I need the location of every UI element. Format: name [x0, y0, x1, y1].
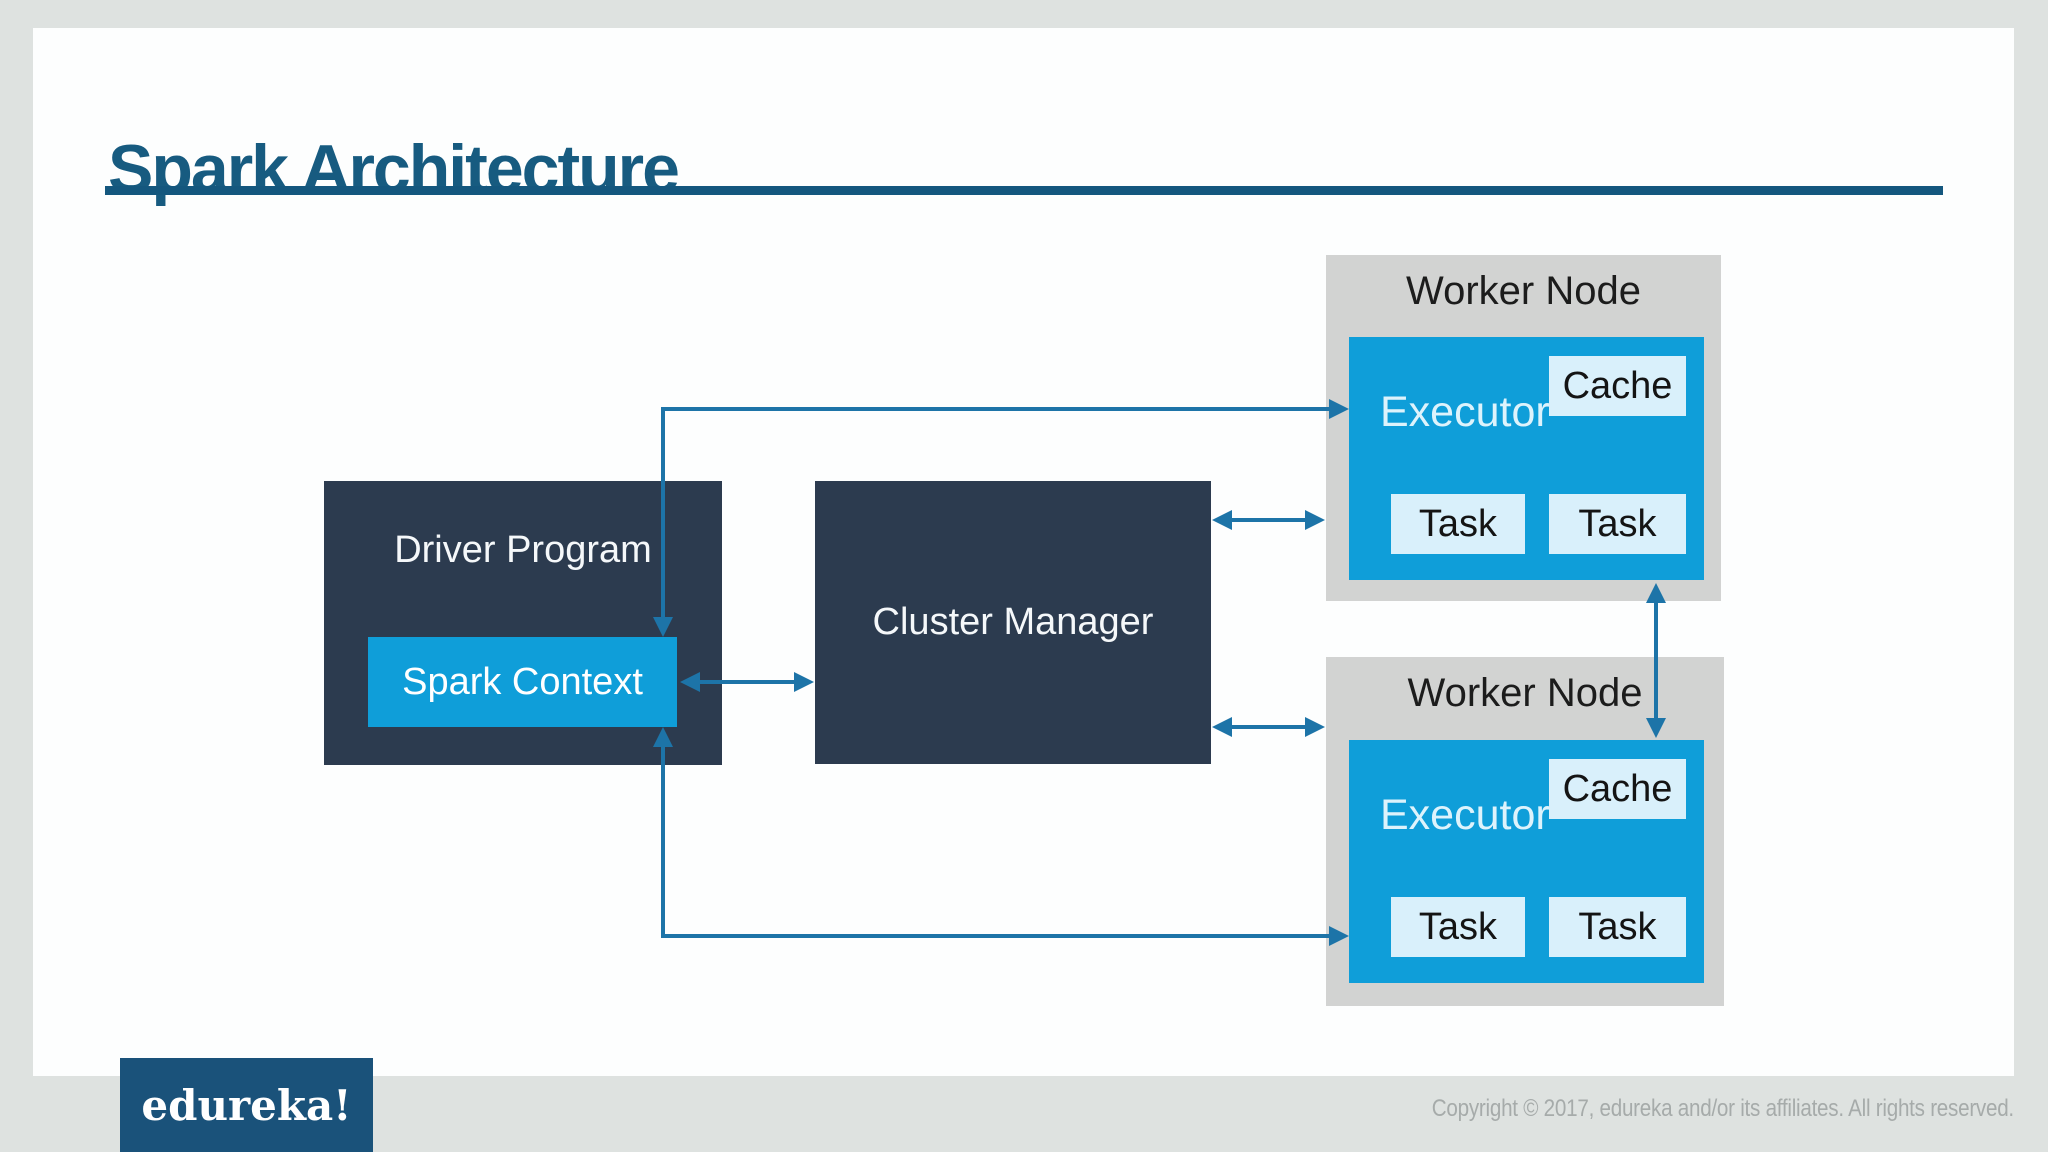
worker-node-bottom-label: Worker Node [1407, 671, 1643, 715]
worker-node-top-box: Worker Node Executor Cache Task Task [1326, 255, 1721, 601]
edureka-logo: edureka! [120, 1058, 373, 1152]
executor-top-label: Executor [1380, 388, 1550, 436]
copyright-text: Copyright © 2017, edureka and/or its aff… [1431, 1095, 2014, 1122]
task-box: Task [1549, 897, 1686, 957]
executor-bottom-box: Executor Cache Task Task [1349, 740, 1704, 983]
worker-node-bottom-box: Worker Node Executor Cache Task Task [1326, 657, 1724, 1006]
executor-bottom-label: Executor [1380, 791, 1550, 839]
title-underline [105, 186, 1943, 195]
spark-context-box: Spark Context [368, 637, 677, 727]
task-box: Task [1391, 494, 1525, 554]
task-box: Task [1549, 494, 1686, 554]
driver-program-label: Driver Program [394, 529, 652, 571]
task-box: Task [1391, 897, 1525, 957]
cache-top-box: Cache [1549, 356, 1686, 416]
driver-program-box: Driver Program Spark Context [324, 481, 722, 765]
cache-bottom-box: Cache [1549, 759, 1686, 819]
worker-node-top-label: Worker Node [1406, 269, 1641, 313]
executor-top-box: Executor Cache Task Task [1349, 337, 1704, 580]
cluster-manager-box: Cluster Manager [815, 481, 1211, 764]
page-title: Spark Architecture [108, 130, 680, 207]
